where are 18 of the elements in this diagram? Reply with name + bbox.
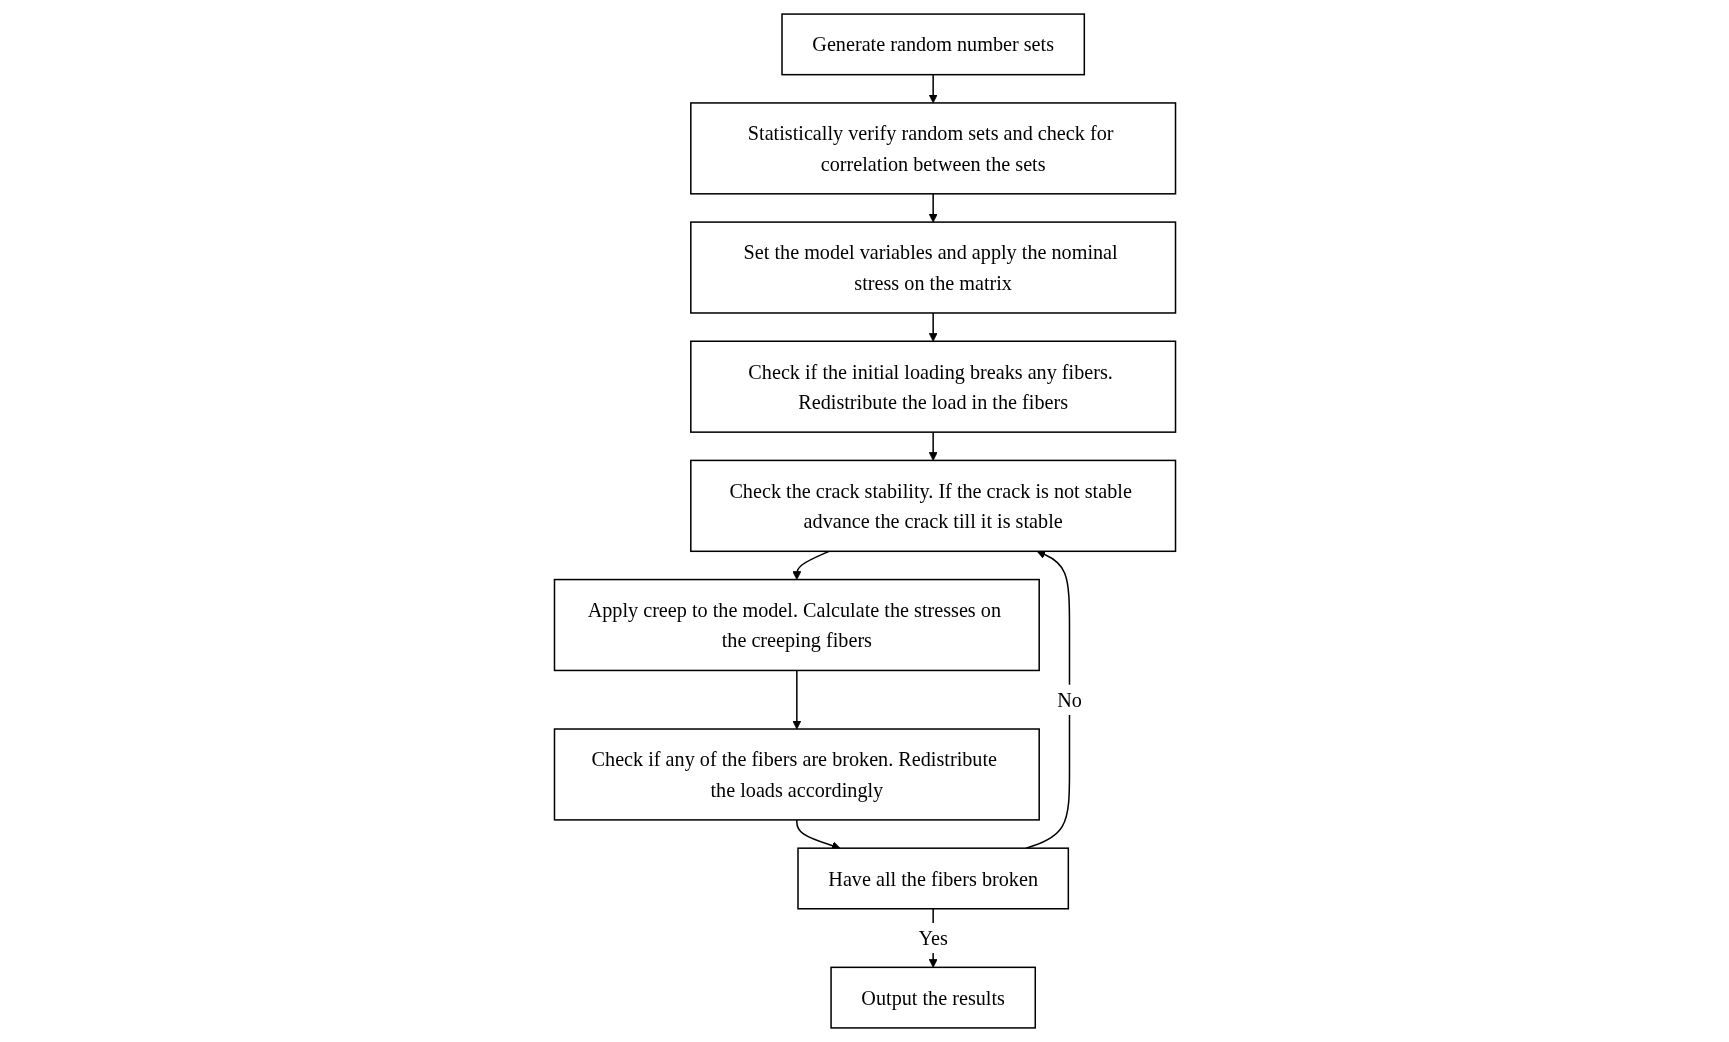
- node-box: Output the results: [829, 966, 1036, 1029]
- node-box: Apply creep to the model. Calculate the stresses on the creeping fibers: [553, 578, 1040, 672]
- edge-label: No: [1056, 688, 1082, 711]
- node-box: Have all the fibers broken: [796, 847, 1069, 910]
- node-box: Check if any of the fibers are broken. Redistribute the loads accordingly: [553, 728, 1040, 821]
- arrow: [928, 193, 938, 223]
- arrow: [928, 431, 938, 461]
- arrow: [791, 550, 830, 580]
- node-box: Check if the initial loading breaks any fibers. Redistribute the load in the fibers: [689, 340, 1176, 433]
- arrow: [791, 669, 801, 730]
- arrow: [928, 312, 938, 342]
- node-box: Generate random number sets: [780, 13, 1085, 76]
- node-box: Check the crack stability. If the crack is not stable advance the crack till it is stable: [689, 459, 1176, 553]
- arrow: [795, 819, 841, 850]
- arrow: [928, 73, 938, 104]
- edge-label: Yes: [917, 926, 948, 950]
- node-box: Statistically verify random sets and check for correlation between the sets: [689, 102, 1176, 195]
- node-box: Set the model variables and apply the nominal stress on the matrix: [689, 221, 1176, 314]
